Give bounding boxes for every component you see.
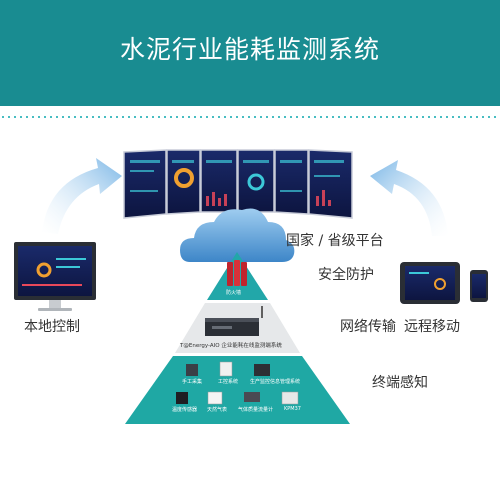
meter-caption: 工控系统 [218,379,239,385]
label-local-control: 本地控制 [24,319,80,335]
tablet-icon [400,262,460,304]
meter-caption: 温度传感器 [172,407,198,413]
meter-icons [176,361,299,405]
firewall-caption: 防火墙 [226,290,242,296]
right-curved-arrow [370,160,448,236]
meter-caption: 气体质量流量计 [238,407,274,413]
dotted-divider [0,116,500,118]
label-network: 网络传输 [340,319,396,335]
meter-caption: 生产监控信息管理系统 [250,379,301,385]
label-remote: 远程移动 [404,319,460,335]
header-banner: 水泥行业能耗监测系统 [0,0,500,106]
meter-caption: KPM37 [284,406,301,412]
label-platform: 国家 / 省级平台 [286,233,384,249]
meter-caption: 手工采集 [182,379,203,385]
desktop-computer-icon [14,242,96,311]
phone-icon [470,270,488,302]
page-title: 水泥行业能耗监测系统 [119,35,380,64]
firewall-icon [227,260,247,286]
cloud-icon [180,208,295,262]
left-curved-arrow [42,158,122,234]
label-security: 安全防护 [318,267,374,283]
label-terminal: 终端感知 [372,375,428,391]
meter-caption: 天然气表 [207,407,228,413]
server-caption: T@Energy-AIO 企业能耗在线监测端系统 [180,343,282,349]
dashboard-screens [123,149,353,219]
server-icon [205,306,263,336]
pyramid-bottom-tier [125,356,350,424]
